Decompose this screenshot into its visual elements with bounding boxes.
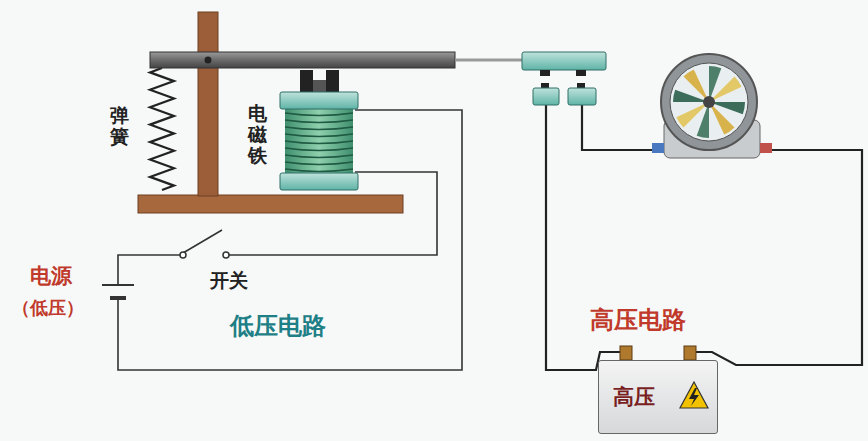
- base-board: [138, 195, 403, 213]
- terminal: [684, 346, 696, 360]
- low-voltage-circuit-label: 低压电路: [230, 310, 326, 342]
- battery-symbol: [102, 252, 229, 298]
- spring: [150, 68, 174, 190]
- hazard-symbol: [679, 381, 709, 409]
- electromagnet-label: 电磁铁: [248, 103, 267, 166]
- terminal: [620, 346, 632, 360]
- battery-text: 高压: [613, 383, 655, 411]
- high-voltage-circuit-label: 高压电路: [590, 304, 686, 336]
- electromagnet: [280, 70, 358, 190]
- fan-motor: [652, 54, 772, 158]
- switch-label: 开关: [210, 268, 248, 294]
- fixed-contact: [533, 88, 559, 105]
- low-voltage-note: （低压）: [12, 296, 84, 320]
- battery-box: 高压: [598, 360, 718, 434]
- moving-contact: [522, 52, 606, 70]
- pivot-post: [198, 12, 218, 196]
- armature-lever: [150, 52, 455, 68]
- fixed-contact: [568, 88, 596, 105]
- push-rod: [455, 59, 524, 62]
- spring-label: 弹簧: [110, 105, 129, 147]
- power-label: 电源: [30, 262, 72, 290]
